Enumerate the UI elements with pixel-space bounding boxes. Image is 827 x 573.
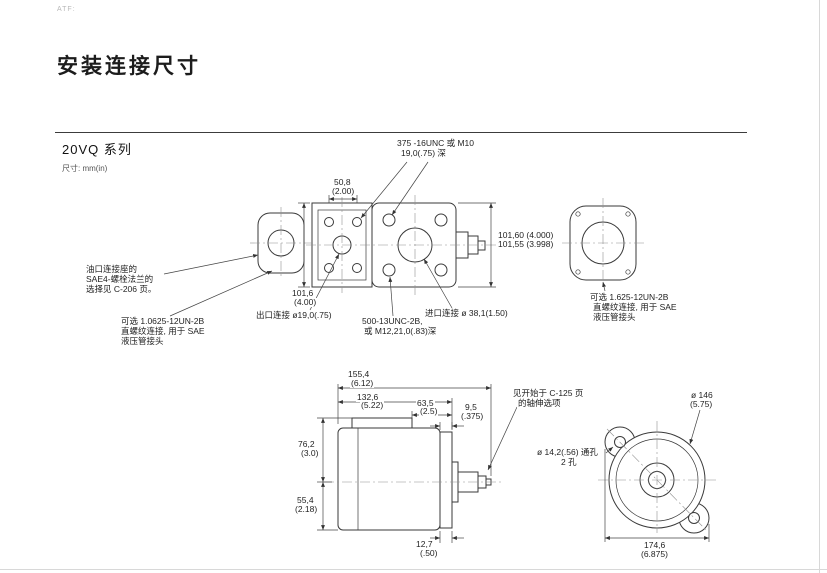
thread-spec-note-line1: 375 -16UNC 或 M10	[396, 138, 476, 149]
dim-12-mm-label: 12,7	[415, 539, 434, 550]
section-divider	[55, 132, 747, 133]
inlet-thread-note-line1: 500-13UNC-2B,	[361, 316, 424, 327]
dim-155-mm-label: 155,4	[347, 369, 371, 380]
mount-holes-note-line2: 2 孔	[560, 457, 578, 468]
optional-right-note-line1: 可选 1.625-12UN-2B	[589, 292, 670, 303]
dim-55-in-label: (2.18)	[294, 504, 319, 515]
dim-76-in-label: (3.0)	[300, 448, 320, 459]
page-edge-bottom	[0, 569, 827, 570]
units-note: 尺寸: mm(in)	[62, 164, 108, 173]
dia-146-mm-label: ø 146	[690, 390, 714, 401]
outlet-note-label: 出口连接 ø19,0(.75)	[255, 310, 333, 321]
dim-132-mm-label: 132,6	[356, 392, 380, 403]
dim-63-in-label: (2.5)	[419, 406, 439, 417]
flange-note-line1: 油口连接座的	[85, 264, 139, 275]
pump-side-view	[337, 417, 492, 531]
dim-76-mm-label: 76,2	[297, 439, 316, 450]
page-title: 安装连接尺寸	[57, 55, 201, 78]
dim-height-mm-label: 101,6	[291, 288, 315, 299]
inlet-thread-note-line2: 或 M12,21,0(.83)深	[363, 326, 438, 337]
mount-holes-note-line1: ø 14,2(.56) 通孔	[536, 447, 599, 458]
dim-9-mm-label: 9,5	[464, 402, 478, 413]
dim-width-mm-label: 50,8	[333, 177, 352, 188]
dim-174-in-label: (6.875)	[640, 549, 669, 560]
page-edge-right	[819, 0, 820, 573]
shaft-option-note-line1: 见开始于 C-125 页	[512, 388, 585, 399]
corner-mark: ATF:	[57, 6, 76, 13]
centerlines-bottom	[324, 421, 716, 533]
dim-9-in-label: (.375)	[460, 411, 485, 422]
dim-55-mm-label: 55,4	[296, 495, 315, 506]
inlet-note-label: 进口连接 ø 38,1(1.50)	[424, 308, 509, 319]
dim-pilot-label-line1: 101,60 (4.000)	[497, 230, 555, 241]
centerlines-top	[250, 195, 644, 295]
flange-note-line2: SAE4-螺栓法兰的	[85, 274, 155, 285]
dim-63-mm-label: 63,5	[416, 398, 435, 409]
optional-left-note-line1: 可选 1.0625-12UN-2B	[120, 316, 206, 327]
optional-left-note-line3: 液压管接头	[120, 336, 165, 347]
flange-note-line3: 选择见 C-206 页。	[85, 284, 158, 295]
dia-146-in-label: (5.75)	[689, 399, 714, 410]
series-heading: 20VQ 系列	[62, 142, 132, 157]
optional-left-note-line2: 直螺纹连接, 用于 SAE	[120, 326, 206, 337]
dim-width-in-label: (2.00)	[331, 186, 356, 197]
optional-right-note-line2: 直螺纹连接, 用于 SAE	[592, 302, 678, 313]
dim-132-in-label: (5.22)	[360, 400, 385, 411]
dim-height-in-label: (4.00)	[293, 297, 318, 308]
dim-12-in-label: (.50)	[419, 548, 439, 559]
dim-174-mm-label: 174,6	[643, 540, 667, 551]
dim-155-in-label: (6.12)	[350, 378, 375, 389]
dim-pilot-label-line2: 101,55 (3.998)	[497, 239, 555, 250]
thread-spec-note-line2: 19,0(.75) 深	[400, 148, 447, 159]
shaft-option-note-line2: 的轴伸选项	[517, 398, 562, 409]
optional-right-note-line3: 液压管接头	[592, 312, 637, 323]
